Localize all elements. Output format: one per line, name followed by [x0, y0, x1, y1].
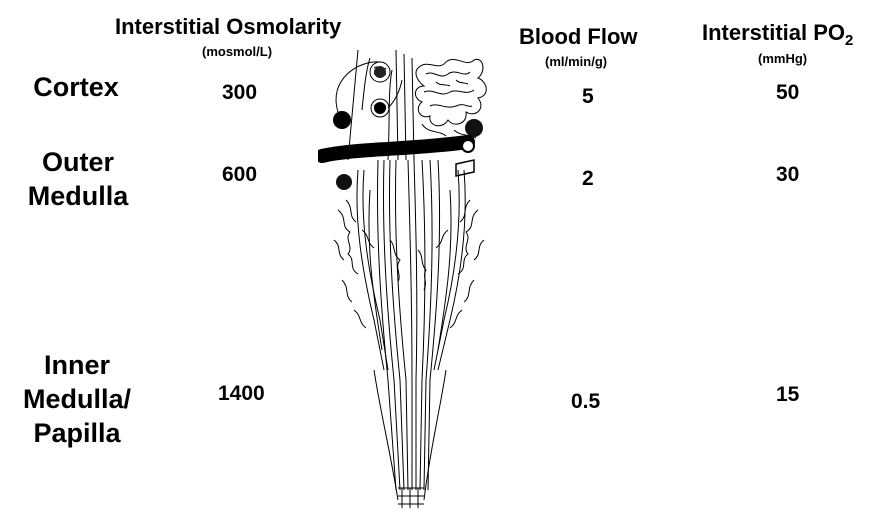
blood-flow-header: Blood Flow: [519, 24, 638, 50]
po2-header-text: Interstitial PO: [702, 20, 845, 45]
region-label-line: Medulla: [24, 179, 132, 213]
osmolarity-header: Interstitial Osmolarity: [115, 14, 341, 40]
po2-cortex: 50: [776, 81, 799, 105]
region-label-line: Papilla: [18, 416, 136, 450]
po2-header: Interstitial PO2: [702, 20, 853, 49]
blood-flow-cortex: 5: [582, 85, 594, 109]
region-label-line: Outer: [24, 145, 132, 179]
osmolarity-unit: (mosmol/L): [202, 44, 272, 59]
region-label-inner-medulla: Inner Medulla/ Papilla: [18, 348, 136, 450]
osmolarity-inner-medulla: 1400: [218, 382, 265, 406]
region-label-line: Inner: [18, 348, 136, 382]
osmolarity-cortex: 300: [222, 81, 257, 105]
po2-subscript: 2: [845, 32, 853, 49]
po2-unit: (mmHg): [758, 51, 807, 66]
osmolarity-outer-medulla: 600: [222, 163, 257, 187]
region-label-line: Medulla/: [18, 382, 136, 416]
po2-inner-medulla: 15: [776, 383, 799, 407]
region-label-cortex: Cortex: [22, 70, 130, 104]
blood-flow-outer-medulla: 2: [582, 167, 594, 191]
region-label-line: Cortex: [22, 70, 130, 104]
region-label-outer-medulla: Outer Medulla: [24, 145, 132, 213]
blood-flow-inner-medulla: 0.5: [571, 390, 600, 414]
blood-flow-unit: (ml/min/g): [545, 54, 607, 69]
kidney-nephron-illustration: [318, 50, 508, 510]
po2-outer-medulla: 30: [776, 163, 799, 187]
